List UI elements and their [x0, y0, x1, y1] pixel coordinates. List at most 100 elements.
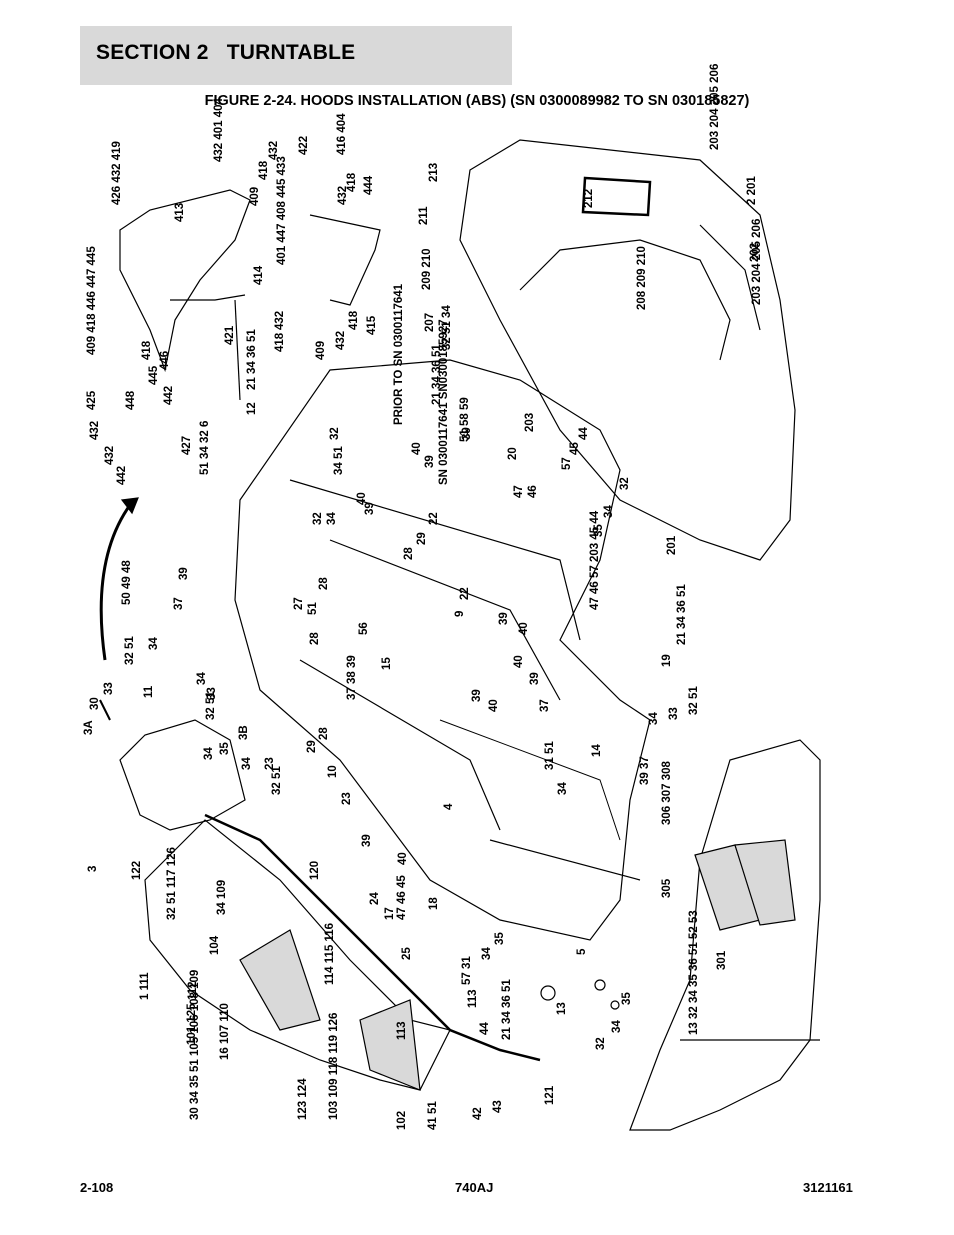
part-callout-label: 19 [661, 654, 673, 667]
part-callout-label: 37 [539, 699, 551, 712]
part-callout-label: 34 51 [333, 446, 345, 475]
part-callout-label: 122 [131, 861, 143, 880]
part-callout-label: 50 49 48 [121, 560, 133, 605]
part-callout-label: 31 51 [544, 741, 556, 770]
part-callout-label: 203 [524, 413, 536, 432]
part-callout-label: 445 [148, 365, 160, 385]
part-callout-label: 427 [181, 436, 193, 455]
part-callout-label: 34 [603, 505, 615, 518]
part-callout-label: 56 [358, 622, 370, 635]
part-callout-label: 22 [459, 587, 471, 600]
section-header: SECTION 2 TURNTABLE [80, 26, 512, 85]
part-callout-label: 46 [527, 485, 539, 498]
part-callout-label: 40 [397, 852, 409, 865]
part-callout-label: 34 [196, 672, 208, 685]
part-callout-label: 10 [327, 765, 339, 778]
right-lower-hood-panel [629, 739, 821, 1131]
part-callout-label: 28 [403, 547, 415, 560]
part-callout-label: 444 [363, 175, 375, 195]
part-callout-label: 44 [578, 427, 590, 440]
part-callout-label: 121 [544, 1085, 556, 1105]
part-callout-label: 432 [337, 186, 349, 205]
part-callout-label: 301 [716, 950, 728, 970]
part-callout-label: 123 124 [297, 1078, 309, 1120]
figure-title: FIGURE 2-24. HOODS INSTALLATION (ABS) (S… [204, 93, 750, 109]
part-callout-label: 202 [749, 243, 761, 262]
part-callout-label: 44 [479, 1022, 491, 1035]
part-callout-label: 418 [274, 332, 286, 352]
part-callout-label: 103 109 118 119 126 [328, 1013, 340, 1120]
part-callout-label: 33 [206, 687, 218, 700]
part-callout-label: 35 [494, 932, 506, 945]
part-callout-label: 47 [513, 485, 525, 498]
part-callout-label: 23 [264, 757, 276, 770]
part-callout-label: 40 [518, 622, 530, 635]
part-callout-label: 426 432 419 [111, 141, 123, 205]
part-callout-label: 32 51 [688, 686, 700, 715]
part-callout-label: 1 111 [139, 972, 151, 1000]
part-callout-label: 32 [312, 512, 324, 525]
part-callout-label: 413 [174, 203, 186, 222]
part-callout-label: 425 [86, 390, 98, 410]
part-callout-label: 51 [307, 602, 319, 615]
part-callout-label: 114 115 116 [324, 923, 336, 985]
part-callout-label: 34 109 [216, 880, 228, 915]
part-callout-label: 432 [335, 331, 347, 350]
part-callout-label: 13 [556, 1002, 568, 1015]
part-callout-label: 306 307 308 [661, 760, 673, 825]
part-callout-label: 51 58 59 [459, 397, 471, 442]
part-callout-label: 21 34 36 51 [676, 584, 688, 645]
part-callout-label: 418 [346, 172, 358, 192]
part-callout-label: 39 [424, 455, 436, 468]
part-callout-label: 34 [241, 757, 253, 770]
part-callout-label: 25 [401, 947, 413, 960]
part-callout-label: 57 [561, 457, 573, 470]
left-top-hood-panel [119, 189, 251, 373]
page-number: 2-108 [80, 1180, 114, 1195]
part-callout-label: 442 [116, 466, 128, 485]
part-callout-label: 35 [219, 742, 231, 755]
part-callout-label: 47 46 45 [396, 875, 408, 920]
part-callout-label: 446 [159, 351, 171, 370]
part-callout-label: 3 [87, 866, 99, 872]
part-callout-label: 305 [661, 878, 673, 898]
part-callout-label: 211 [418, 206, 430, 225]
part-callout-label: 11 [143, 685, 155, 698]
part-callout-label: 39 [498, 612, 510, 625]
part-callout-label: 22 [428, 512, 440, 525]
part-callout-label: 57 31 [461, 956, 473, 985]
part-callout-label: 442 [163, 386, 175, 405]
model-number: 740AJ [455, 1180, 494, 1195]
part-callout-label: 415 [366, 315, 378, 335]
part-callout-label: 15 [381, 657, 393, 670]
part-callout-label: 213 [428, 163, 440, 182]
part-callout-label: 29 [416, 532, 428, 545]
part-callout-label: 9 [454, 611, 466, 617]
part-callout-label: 28 [318, 577, 330, 590]
rotation-arrow [99, 504, 132, 661]
part-callout-label: 3B [238, 725, 250, 740]
part-callout-label: 34 [648, 712, 660, 725]
part-callout-label: 40 [488, 699, 500, 712]
part-callout-label: 2 201 [746, 176, 758, 205]
part-callout-label: 432 401 404 [213, 97, 225, 162]
part-callout-label: 34 [481, 947, 493, 960]
part-callout-label: 409 418 446 447 445 [86, 246, 98, 355]
part-callout-label: 422 [298, 136, 310, 155]
part-callout-label: 37 [173, 597, 185, 610]
part-callout-label: 207 [424, 313, 436, 332]
part-callout-label: 16 107 110 [219, 1003, 231, 1060]
part-callout-label: 47 46 57 203 45 44 [589, 510, 601, 610]
part-callout-label: 416 404 [336, 113, 348, 155]
part-callout-label: 12 [246, 402, 258, 415]
part-callout-label: 23 [341, 792, 353, 805]
part-callout-label: 32 [595, 1037, 607, 1050]
part-callout-label: 39 [471, 689, 483, 702]
part-callout-label: 28 [309, 632, 321, 645]
part-callout-label: 203 204 205 206 [751, 219, 763, 305]
part-callout-label: 32 51 34 [441, 305, 453, 350]
part-callout-label: 432 [268, 141, 280, 160]
part-callout-label: 39 37 [639, 756, 651, 785]
part-callout-label: 39 [461, 427, 473, 440]
part-callout-label: 113 [467, 989, 479, 1008]
